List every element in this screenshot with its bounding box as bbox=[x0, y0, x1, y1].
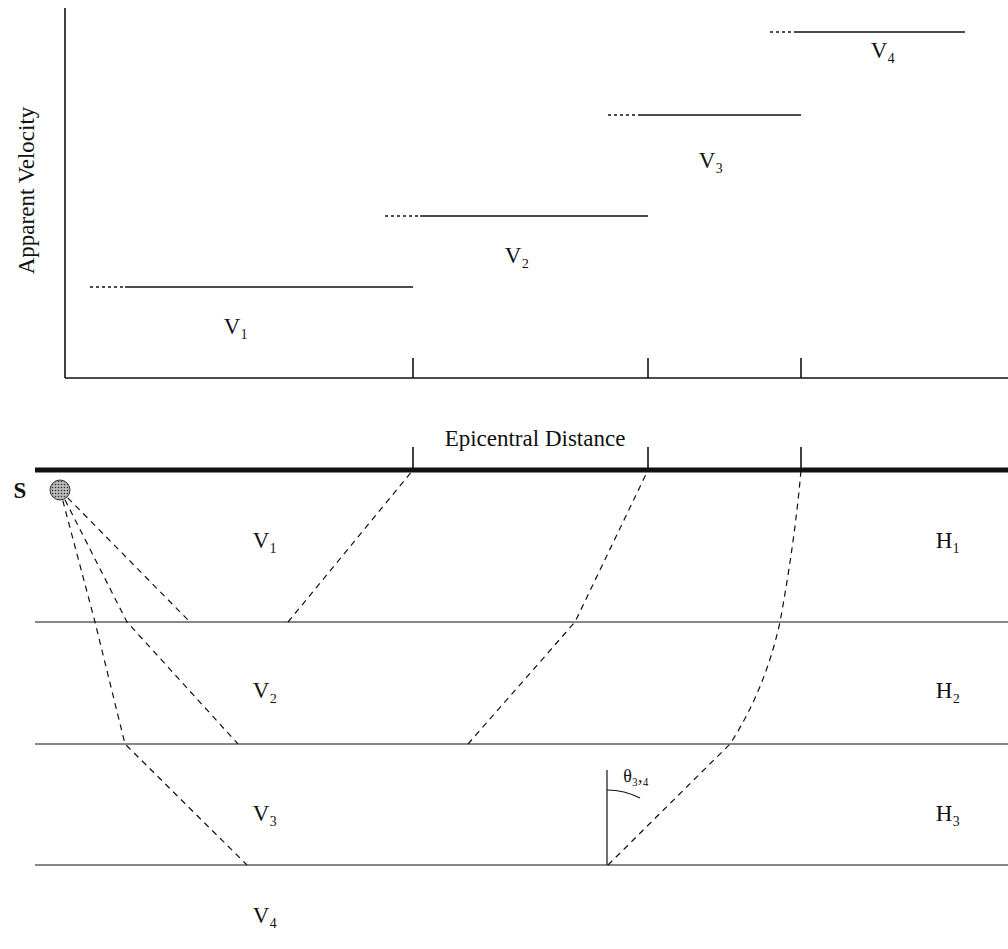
axis-title: Epicentral Distance bbox=[445, 427, 626, 450]
angle-label: θ₃,₄ bbox=[623, 767, 649, 785]
layer-velocity: V₄ bbox=[253, 904, 278, 927]
layer-thickness: H₁ bbox=[936, 529, 961, 552]
velocity-label: V₄ bbox=[871, 39, 896, 62]
source-label: S bbox=[14, 479, 27, 502]
velocity-label: V₃ bbox=[699, 149, 724, 172]
velocity-label: V₁ bbox=[224, 315, 249, 338]
layer-velocity: V₁ bbox=[253, 529, 278, 552]
layer-thickness: H₂ bbox=[936, 679, 961, 702]
layer-thickness: H₃ bbox=[936, 802, 961, 825]
layer-velocity: V₃ bbox=[253, 802, 278, 825]
layer-velocity: V₂ bbox=[253, 679, 278, 702]
velocity-label: V₂ bbox=[505, 244, 530, 267]
axis-title: Apparent Velocity bbox=[16, 106, 39, 274]
